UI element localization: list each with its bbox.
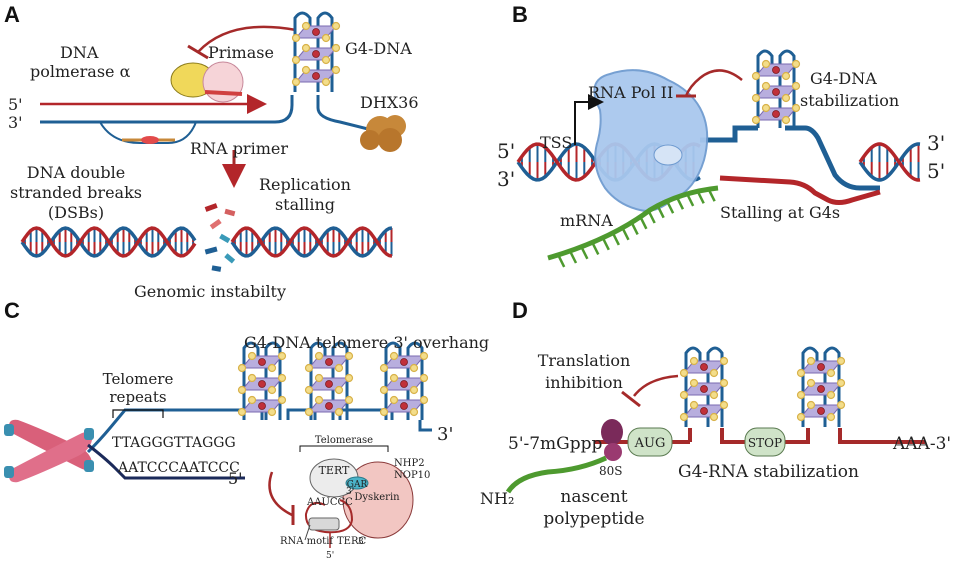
aauccc-label: AAUCCC xyxy=(306,497,353,508)
panel-b: B RNA Pol II TSS G4-DNA stabilization 5'… xyxy=(497,2,945,268)
inhibition-arrow-icon xyxy=(197,25,297,53)
inhibition-arrow-icon xyxy=(268,471,293,517)
terc-label: TERC xyxy=(337,536,366,547)
rna-pol-label: RNA Pol II xyxy=(588,83,673,102)
g4-quadruplex-icon xyxy=(796,346,846,427)
dsb-label-1: DNA double xyxy=(27,163,125,182)
mrna-label: mRNA xyxy=(560,211,613,230)
dna-fragments xyxy=(204,203,236,272)
three-prime-b-right: 3' xyxy=(927,131,945,155)
tert-3-label: 3' xyxy=(346,487,354,497)
primase-rna xyxy=(204,90,243,96)
stall-label-2: stalling xyxy=(275,195,335,214)
g4rna-label: G4-RNA stabilization xyxy=(678,462,859,482)
nhp2-label: NHP2 xyxy=(394,458,425,469)
rna-primer-label: RNA primer xyxy=(190,139,288,158)
three-prime-c: 3' xyxy=(437,424,453,445)
three-prime-b-left: 3' xyxy=(497,167,515,191)
mrna-3-segment xyxy=(688,428,925,444)
stop-label: STOP xyxy=(748,436,782,450)
five-prime-b-left: 5' xyxy=(497,139,515,163)
repeats-label-1: Telomere xyxy=(103,370,174,388)
coding-strand-b xyxy=(719,175,881,205)
terc-3-label: 3' xyxy=(358,537,366,547)
inhibition-arrow-icon xyxy=(633,374,679,397)
panel-c: C xyxy=(4,298,489,561)
telomere-bottom-strand xyxy=(87,443,245,480)
dsb-label-2: stranded breaks xyxy=(10,183,142,202)
primase-icon xyxy=(202,61,244,103)
mrna-bases xyxy=(557,188,716,268)
three-prime-a: 3' xyxy=(8,113,23,132)
g4-quadruplex-icon xyxy=(304,341,354,420)
template-strand-b xyxy=(700,125,880,191)
inhibition-arrow-icon xyxy=(684,69,743,97)
rna-motif-label: RNA motif xyxy=(280,536,334,547)
stalling-label: Stalling at G4s xyxy=(720,203,840,222)
primase-label: Primase xyxy=(208,43,274,62)
polya-label: AAA-3' xyxy=(892,434,951,454)
polypeptide-chain xyxy=(505,455,608,494)
seq-top: TTAGGGTTAGGG xyxy=(112,435,236,451)
g4-quadruplex-icon xyxy=(291,11,341,92)
polymerase-icon xyxy=(593,69,709,212)
template-strand xyxy=(40,95,294,124)
telomerase-icon xyxy=(299,445,414,548)
dna-pol-label-1: DNA xyxy=(60,43,99,62)
dna-pol-label-2: polmerase α xyxy=(30,62,131,81)
ribosome-icon xyxy=(601,419,623,445)
panel-a-letter: A xyxy=(4,2,20,27)
tss-arrow xyxy=(574,94,604,145)
g4-quadruplex-icon xyxy=(237,341,287,420)
terc-5-label: 5' xyxy=(326,551,334,561)
inhibition-label-2: inhibition xyxy=(545,373,623,392)
seq-bottom: AATCCCAATCCC xyxy=(117,460,240,476)
g4-stab-label-2: stabilization xyxy=(800,91,899,110)
primer-dot xyxy=(141,136,159,144)
helicase-icon xyxy=(360,115,406,152)
g4-label-a: G4-DNA xyxy=(345,39,412,58)
stop-box xyxy=(744,427,786,457)
overhang-label: G4-DNA telomere 3' overhang xyxy=(244,333,489,352)
stall-label-1: Replication xyxy=(259,175,351,194)
inhibition-label-1: Translation xyxy=(538,351,631,370)
panel-d-letter: D xyxy=(512,298,528,323)
genomic-instability-label: Genomic instabilty xyxy=(134,282,286,301)
cap-label: 5'-7mGppp xyxy=(508,434,603,454)
gar-label: GAR xyxy=(347,480,368,490)
g4-quadruplex-icon xyxy=(751,49,801,128)
mrna-strand xyxy=(547,185,719,261)
aug-box xyxy=(627,427,673,457)
panel-d: D Translation inhibition 5'-7mGppp AUG xyxy=(480,298,951,529)
nh2-label: NH₂ xyxy=(480,489,514,508)
dna-helix-icon xyxy=(858,142,921,182)
dsb-label-3: (DSBs) xyxy=(48,203,104,222)
repeats-bracket xyxy=(112,409,164,418)
tert-label: TERT xyxy=(319,464,350,477)
five-prime-c: 5' xyxy=(228,469,243,488)
dhx36-label: DHX36 xyxy=(360,93,419,112)
g4-quadruplex-icon xyxy=(379,341,429,420)
five-prime-b-right: 5' xyxy=(927,159,945,183)
telomerase-label: Telomerase xyxy=(315,435,373,446)
five-prime-a: 5' xyxy=(8,95,23,114)
repeats-label-2: repeats xyxy=(109,388,166,406)
nascent-label-1: nascent xyxy=(560,487,627,507)
panel-b-letter: B xyxy=(512,2,528,27)
aug-label: AUG xyxy=(634,436,666,451)
dna-helix-icon xyxy=(230,226,393,258)
nop10-label: NOP10 xyxy=(394,470,430,481)
ribosome-label: 80S xyxy=(599,464,623,478)
dyskerin-label: Dyskerin xyxy=(354,492,400,503)
g4-tail-strand xyxy=(316,95,381,134)
tss-label: TSS xyxy=(540,133,572,152)
chromosome-icon xyxy=(4,419,94,483)
g4-quadruplex-icon xyxy=(679,346,729,427)
panel-c-letter: C xyxy=(4,298,20,323)
dna-helix-icon xyxy=(20,226,197,258)
nascent-label-2: polypeptide xyxy=(543,509,644,529)
panel-a: A xyxy=(4,2,419,301)
g4-stab-label-1: G4-DNA xyxy=(810,69,877,88)
